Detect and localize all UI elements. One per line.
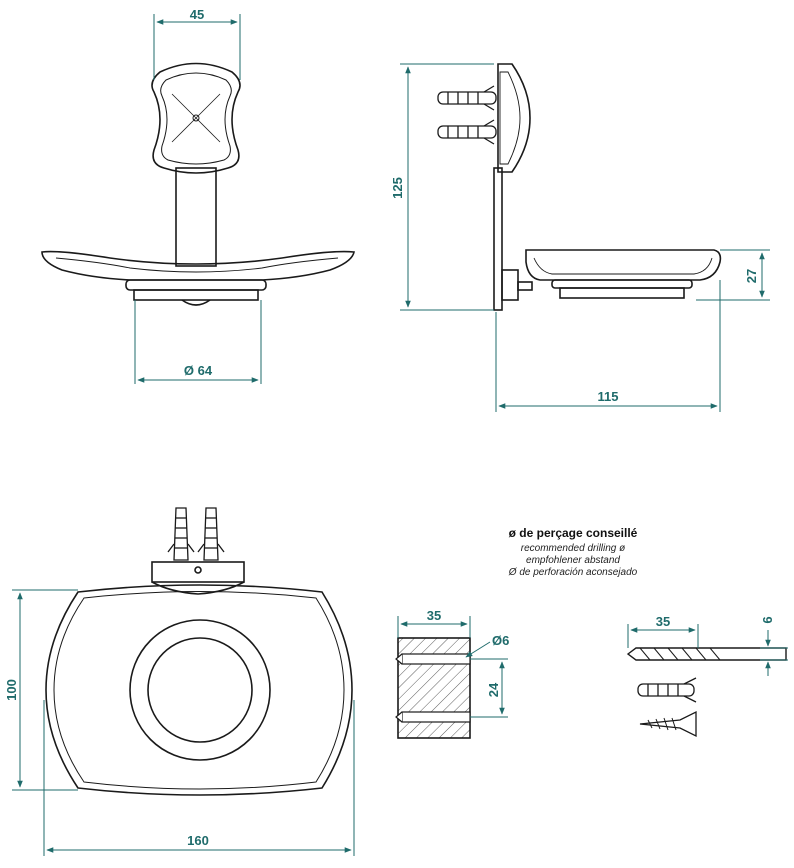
front-view (41, 62, 355, 306)
dim-depth-dish: 27 (744, 269, 759, 283)
top-view (45, 507, 353, 796)
drilling-note-es: Ø de perforación aconsejado (508, 567, 638, 578)
drill-dimensions (627, 624, 788, 676)
dim-top-width: 45 (190, 7, 204, 22)
dim-drill-length: 35 (656, 614, 670, 629)
front-dimensions (134, 14, 262, 384)
side-dimensions (400, 63, 770, 412)
dim-dish-diameter: Ø 64 (184, 363, 213, 378)
section-dimensions (397, 616, 508, 718)
drilling-note-en: recommended drilling ø (521, 543, 626, 554)
dim-hole-spacing: 24 (486, 682, 501, 697)
top-dimensions (12, 589, 355, 856)
side-view (437, 63, 722, 311)
screw (639, 710, 697, 738)
drilling-note-title: ø de perçage conseillé (509, 526, 638, 540)
dim-height-side: 125 (390, 177, 405, 199)
wall-anchor (637, 677, 697, 703)
dim-block-width: 35 (427, 608, 441, 623)
dim-plate-height: 100 (4, 679, 19, 701)
dim-plate-width: 160 (187, 833, 209, 848)
drilling-note-de: empfohlener abstand (526, 555, 620, 566)
dim-drill-diameter: 6 (760, 616, 775, 623)
drill-bit (626, 647, 787, 661)
dim-hole-diameter: Ø6 (492, 633, 509, 648)
dim-depth-total: 115 (598, 389, 619, 404)
wall-section (395, 637, 471, 739)
